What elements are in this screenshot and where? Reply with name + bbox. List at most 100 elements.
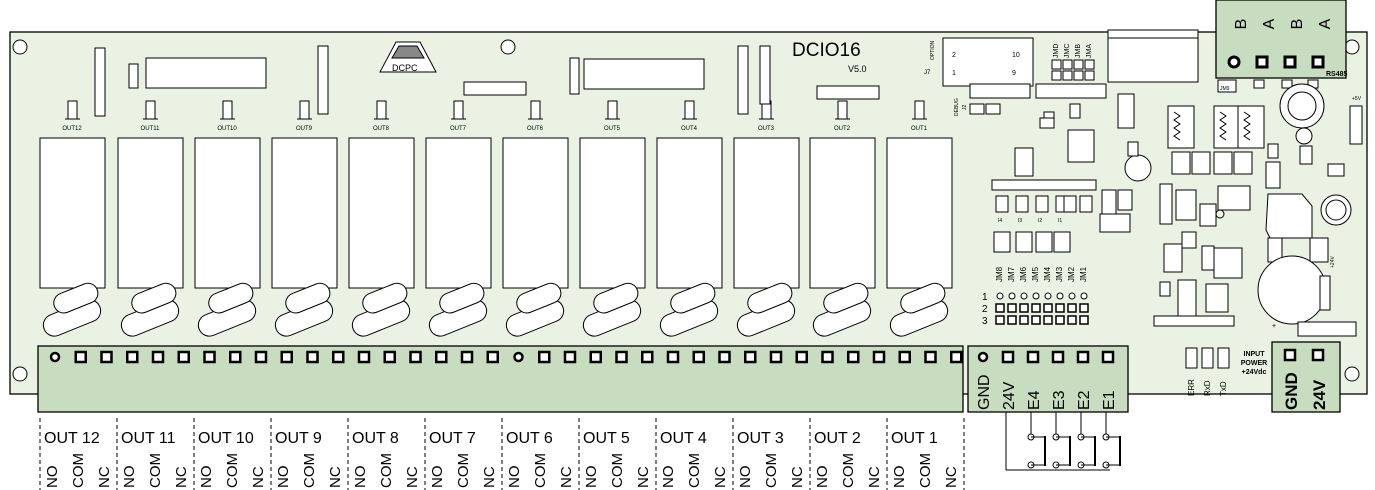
contact-label: NO bbox=[198, 466, 215, 489]
plus5v-label: +5V bbox=[1352, 96, 1362, 102]
jumper-pin bbox=[1020, 292, 1028, 300]
power-terminal-label: GND bbox=[1282, 372, 1301, 410]
diode bbox=[812, 282, 872, 337]
debug-label: DEBUG bbox=[954, 98, 960, 116]
smd-part bbox=[1117, 189, 1133, 211]
diode bbox=[428, 282, 488, 337]
ic-package bbox=[1265, 193, 1313, 239]
diode bbox=[197, 282, 257, 337]
rs485-pin-label: B bbox=[1289, 19, 1306, 30]
terminal-screw bbox=[589, 350, 602, 364]
relay bbox=[271, 137, 338, 289]
terminal-screw bbox=[847, 350, 860, 364]
capacitor-round bbox=[1320, 194, 1352, 226]
terminal-screw bbox=[1051, 350, 1065, 364]
output-group-label: OUT 3 bbox=[737, 430, 784, 447]
jm9-label: JM9 bbox=[1220, 86, 1230, 92]
output-group-label: OUT 12 bbox=[44, 430, 100, 447]
input-terminal-label: 24V bbox=[1001, 381, 1018, 410]
contact-label: NO bbox=[121, 466, 138, 489]
jumper-pin bbox=[1073, 70, 1084, 81]
diode-body bbox=[362, 282, 408, 314]
resistor-array bbox=[569, 57, 580, 95]
terminal-screw bbox=[950, 350, 963, 364]
relay-output-label: OUT3 bbox=[758, 126, 775, 132]
relay-output-label: OUT9 bbox=[296, 126, 313, 132]
relay-output-label: OUT8 bbox=[373, 126, 390, 132]
smd-part bbox=[1177, 279, 1197, 321]
electrolytic-capacitor bbox=[1257, 255, 1327, 325]
power-terminal-label: 24V bbox=[1310, 379, 1329, 410]
dcpc-logo-mark bbox=[391, 45, 425, 59]
mounting-hole bbox=[500, 39, 516, 55]
smd-part bbox=[1319, 275, 1331, 311]
ic-chip bbox=[1067, 129, 1095, 163]
rs485-label: RS485 bbox=[1326, 71, 1348, 78]
output-group-label: OUT 7 bbox=[429, 430, 476, 447]
smd-part bbox=[1201, 245, 1215, 271]
relay-output-label: OUT6 bbox=[527, 126, 544, 132]
contact-label: NC bbox=[250, 466, 267, 488]
diode-body bbox=[439, 282, 485, 314]
terminal-screw bbox=[435, 350, 448, 364]
smd-part bbox=[1327, 163, 1345, 177]
jumper-pin bbox=[996, 292, 1004, 300]
diode bbox=[659, 282, 719, 337]
smd-part bbox=[1233, 151, 1253, 175]
terminal-screw bbox=[872, 350, 886, 364]
jumper-pin bbox=[1007, 303, 1017, 313]
ic-chip-small bbox=[463, 81, 527, 96]
jumper-pin bbox=[1055, 315, 1065, 325]
relay-output-label: OUT11 bbox=[141, 126, 161, 132]
crystal-oscillator-inner bbox=[1287, 91, 1317, 121]
relay-output-label: OUT5 bbox=[604, 126, 621, 132]
terminal-screw bbox=[486, 350, 499, 364]
resistor-network bbox=[1237, 105, 1265, 149]
jumper-pin bbox=[1067, 303, 1077, 313]
terminal-screw bbox=[409, 350, 422, 364]
jumper-pin bbox=[995, 315, 1005, 325]
diode bbox=[274, 282, 334, 337]
terminal-screw bbox=[1026, 350, 1040, 364]
terminal-screw bbox=[641, 350, 654, 364]
contact-label: NO bbox=[352, 466, 369, 489]
terminal-screw bbox=[306, 350, 319, 364]
jumper-pin bbox=[1080, 292, 1088, 300]
diode bbox=[736, 282, 796, 337]
output-group-label: OUT 10 bbox=[198, 430, 254, 447]
input-switches bbox=[1005, 412, 1121, 471]
diode-body bbox=[593, 282, 639, 314]
contact-label: COM bbox=[224, 453, 241, 488]
relay bbox=[656, 137, 723, 289]
smd-part bbox=[1309, 237, 1329, 263]
jumper-label: JM3 bbox=[1055, 266, 1064, 282]
ic-chip bbox=[1217, 185, 1251, 211]
smd-part bbox=[1163, 243, 1183, 273]
relay-output-label: OUT4 bbox=[681, 126, 698, 132]
crystal-oscillator bbox=[1279, 83, 1325, 129]
contact-label: NC bbox=[712, 466, 729, 488]
contact-label: COM bbox=[301, 453, 318, 488]
contact-label: NC bbox=[558, 466, 575, 488]
jumper-pin bbox=[995, 303, 1005, 313]
relay bbox=[194, 137, 261, 289]
terminal-screw bbox=[898, 350, 911, 364]
relay-led bbox=[145, 100, 156, 120]
output-group-label: OUT 6 bbox=[506, 430, 553, 447]
ic-chip bbox=[145, 57, 267, 89]
board-model: DCIO16 bbox=[792, 40, 861, 61]
jumper-label: JM4 bbox=[1043, 266, 1052, 282]
jumper-pin bbox=[1068, 292, 1076, 300]
terminal-screw bbox=[357, 350, 371, 364]
mounting-hole bbox=[12, 39, 28, 55]
contact-label: COM bbox=[455, 453, 472, 488]
output-group-label: OUT 4 bbox=[660, 430, 707, 447]
smd-part bbox=[1265, 161, 1281, 189]
terminal-screw bbox=[1311, 55, 1325, 69]
smd-part bbox=[1035, 195, 1049, 213]
smd-part bbox=[1299, 145, 1313, 165]
diode bbox=[351, 282, 411, 337]
